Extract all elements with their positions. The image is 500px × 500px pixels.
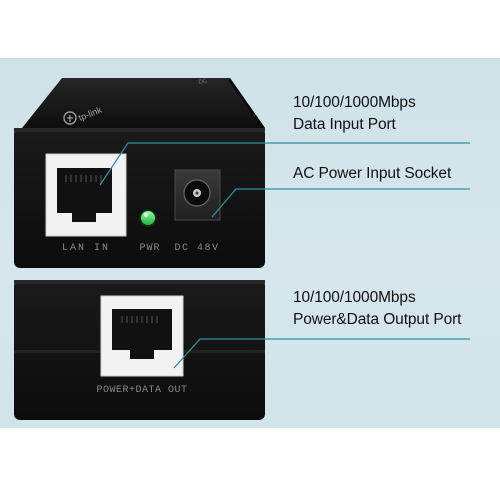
callout-data-input: 10/100/1000Mbps Data Input Port [293,92,416,136]
device-top-surface: tp-link DC [22,78,265,132]
callout-power-data-output: 10/100/1000Mbps Power&Data Output Port [293,287,461,331]
leader-line-data-input [99,142,470,186]
lan-in-port [45,153,127,237]
callout-power-data-output-line1: 10/100/1000Mbps [293,289,416,306]
callout-ac-power-line1: AC Power Input Socket [293,165,452,182]
leader-line-ac-power [211,188,470,218]
pwr-label: PWR [139,243,160,254]
dc-label: DC 48V [174,243,219,254]
dc-power-socket [174,169,221,221]
lan-in-label: LAN IN [62,243,110,254]
leader-lines [99,142,470,369]
leader-line-power-data-output [173,338,470,369]
power-data-out-label: POWER+DATA OUT [96,385,187,396]
callout-power-data-output-line2: Power&Data Output Port [293,311,462,328]
callout-data-input-line2: Data Input Port [293,116,396,133]
power-data-out-port [100,295,184,377]
top-label: DC [198,78,208,86]
callout-ac-power: AC Power Input Socket [293,163,451,185]
pwr-led [139,209,157,227]
callout-data-input-line1: 10/100/1000Mbps [293,94,416,111]
